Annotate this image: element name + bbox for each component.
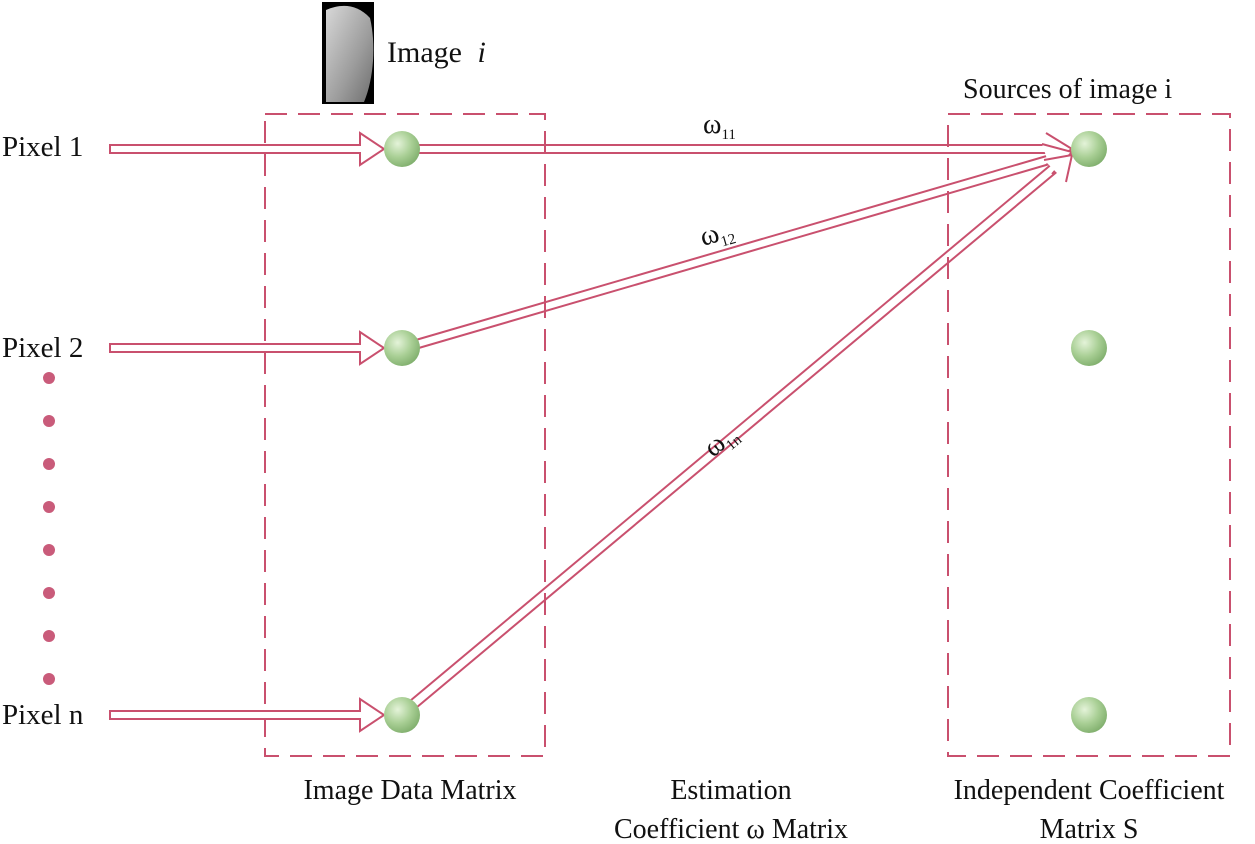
input-node-n: [384, 697, 420, 733]
input-label-pixel-n: Pixel n: [2, 699, 84, 731]
input-node-2: [384, 330, 420, 366]
mammogram-thumbnail: [322, 2, 374, 104]
ellipsis-dots: [43, 372, 55, 685]
caption-estimation-line2: Coefficient ω Matrix: [614, 814, 848, 844]
weight-arrow-12: [401, 143, 1074, 353]
source-node-1: [1071, 131, 1107, 167]
input-node-1: [384, 131, 420, 167]
input-label-pixel-2: Pixel 2: [2, 332, 83, 364]
weight-arrow-11: [402, 132, 1074, 166]
image-data-matrix-box: [264, 113, 546, 757]
input-arrow-1: [109, 131, 386, 167]
weight-arrow-1n: [397, 153, 1074, 719]
weight-label-12: ω12: [696, 214, 738, 256]
source-node-2: [1071, 330, 1107, 366]
weight-label-11: ω11: [703, 109, 736, 143]
input-arrow-2: [109, 330, 386, 366]
source-node-n: [1071, 697, 1107, 733]
thumbnail-caption: Image i: [387, 36, 486, 69]
input-arrow-n: [109, 697, 386, 733]
caption-estimation-line1: Estimation: [670, 775, 791, 806]
weight-label-1n: ω1n: [698, 418, 746, 466]
input-label-pixel-1: Pixel 1: [2, 131, 83, 163]
caption-independent-line1: Independent Coefficient: [954, 775, 1225, 806]
sources-box: [947, 113, 1231, 757]
caption-independent-line2: Matrix S: [1040, 814, 1139, 844]
sources-title: Sources of image i: [963, 74, 1172, 105]
caption-image-data-matrix: Image Data Matrix: [303, 775, 516, 806]
